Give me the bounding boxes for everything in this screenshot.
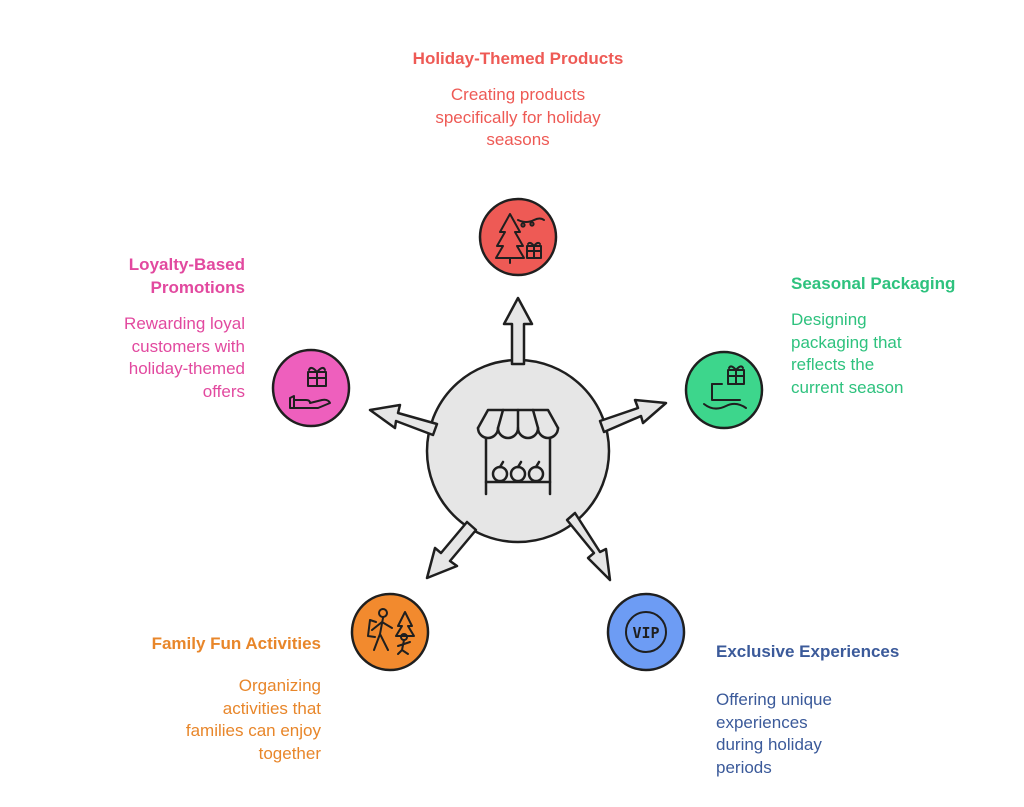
node-title-packaging: Seasonal Packaging	[791, 274, 956, 293]
node-title-exclusive: Exclusive Experiences	[716, 642, 900, 661]
market-stall-icon	[476, 408, 560, 496]
node-desc-packaging: Designing packaging that reflects the cu…	[791, 310, 904, 397]
node-circle-loyalty	[271, 348, 351, 428]
node-title-holiday: Holiday-Themed Products	[412, 49, 624, 68]
arrow-down-left	[425, 520, 478, 580]
node-desc-family: Organizing activities that families can …	[185, 676, 321, 763]
arrow-up	[502, 296, 534, 366]
node-title-loyalty: Loyalty-Based Promotions	[128, 255, 245, 297]
node-exclusive: Exclusive Experiences Offering unique ex…	[716, 640, 936, 779]
node-packaging: Seasonal Packaging Designing packaging t…	[791, 272, 991, 399]
family-activity-icon	[367, 608, 415, 655]
vip-badge-icon: VIP	[625, 611, 667, 653]
arrow-down-right	[565, 511, 612, 582]
node-title-family: Family Fun Activities	[151, 634, 321, 653]
node-desc-holiday: Creating products specifically for holid…	[435, 85, 601, 149]
node-circle-family	[350, 592, 430, 672]
christmas-tree-gift-icon	[495, 213, 545, 264]
arrow-left	[368, 403, 439, 437]
node-loyalty: Loyalty-Based Promotions Rewarding loyal…	[95, 253, 245, 403]
node-desc-loyalty: Rewarding loyal customers with holiday-t…	[124, 314, 245, 401]
gift-box-package-icon	[703, 365, 747, 410]
node-desc-exclusive: Offering unique experiences during holid…	[716, 690, 832, 777]
node-family: Family Fun Activities Organizing activit…	[121, 632, 321, 765]
node-circle-exclusive	[606, 592, 686, 672]
node-circle-packaging	[684, 350, 764, 430]
node-holiday: Holiday-Themed Products Creating product…	[398, 47, 638, 152]
gift-in-hand-icon	[289, 366, 331, 409]
arrow-right	[598, 398, 668, 434]
svg-text:VIP: VIP	[632, 624, 659, 642]
hub-circle	[425, 358, 611, 544]
